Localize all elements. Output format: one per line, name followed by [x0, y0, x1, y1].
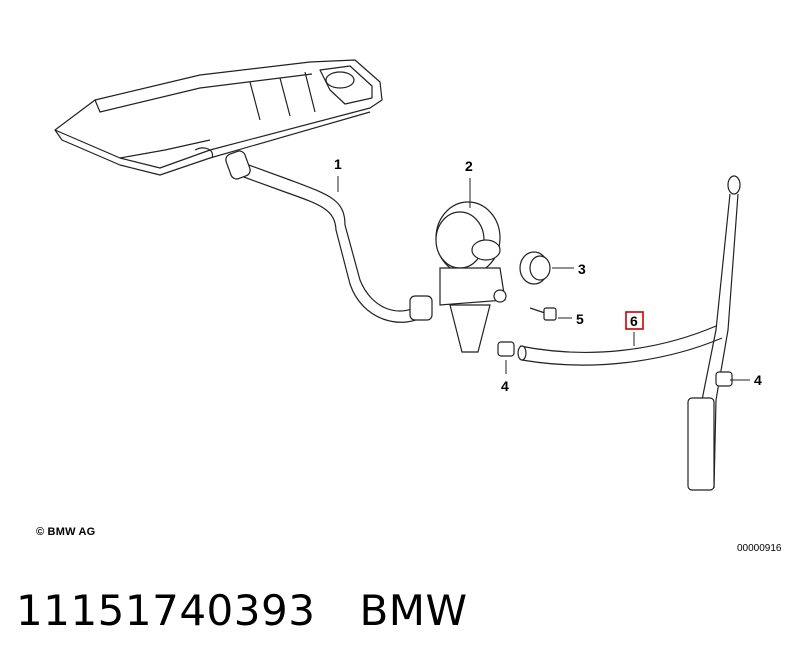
hose-6-drawing [517, 325, 723, 366]
diagram-number: 00000916 [737, 543, 782, 554]
part-number: 11151740393 [16, 586, 316, 635]
hose-1-drawing [225, 150, 433, 323]
callout-2: 2 [465, 158, 473, 174]
parts-diagram: 1 2 3 4 4 5 6 [54, 59, 762, 491]
part-caption: 11151740393 BMW [16, 586, 468, 635]
brand-name: BMW [359, 586, 468, 635]
callout-6: 6 [630, 313, 638, 329]
valve-cover-drawing [54, 59, 383, 176]
dipstick-tube-drawing [687, 175, 741, 491]
copyright-notice: © BMW AG [36, 526, 96, 538]
callout-4-right: 4 [754, 372, 762, 388]
callout-1: 1 [334, 156, 342, 172]
callout-4-left: 4 [501, 378, 509, 394]
grommet-3-drawing [519, 251, 551, 285]
callout-6-highlight-box [625, 311, 644, 330]
callout-5: 5 [576, 311, 584, 327]
callout-3: 3 [578, 261, 586, 277]
leader-lines [337, 176, 750, 381]
hose-clamps-4-drawing [497, 341, 733, 387]
valve-2-drawing [435, 201, 507, 353]
bolt-5-drawing [529, 307, 557, 321]
